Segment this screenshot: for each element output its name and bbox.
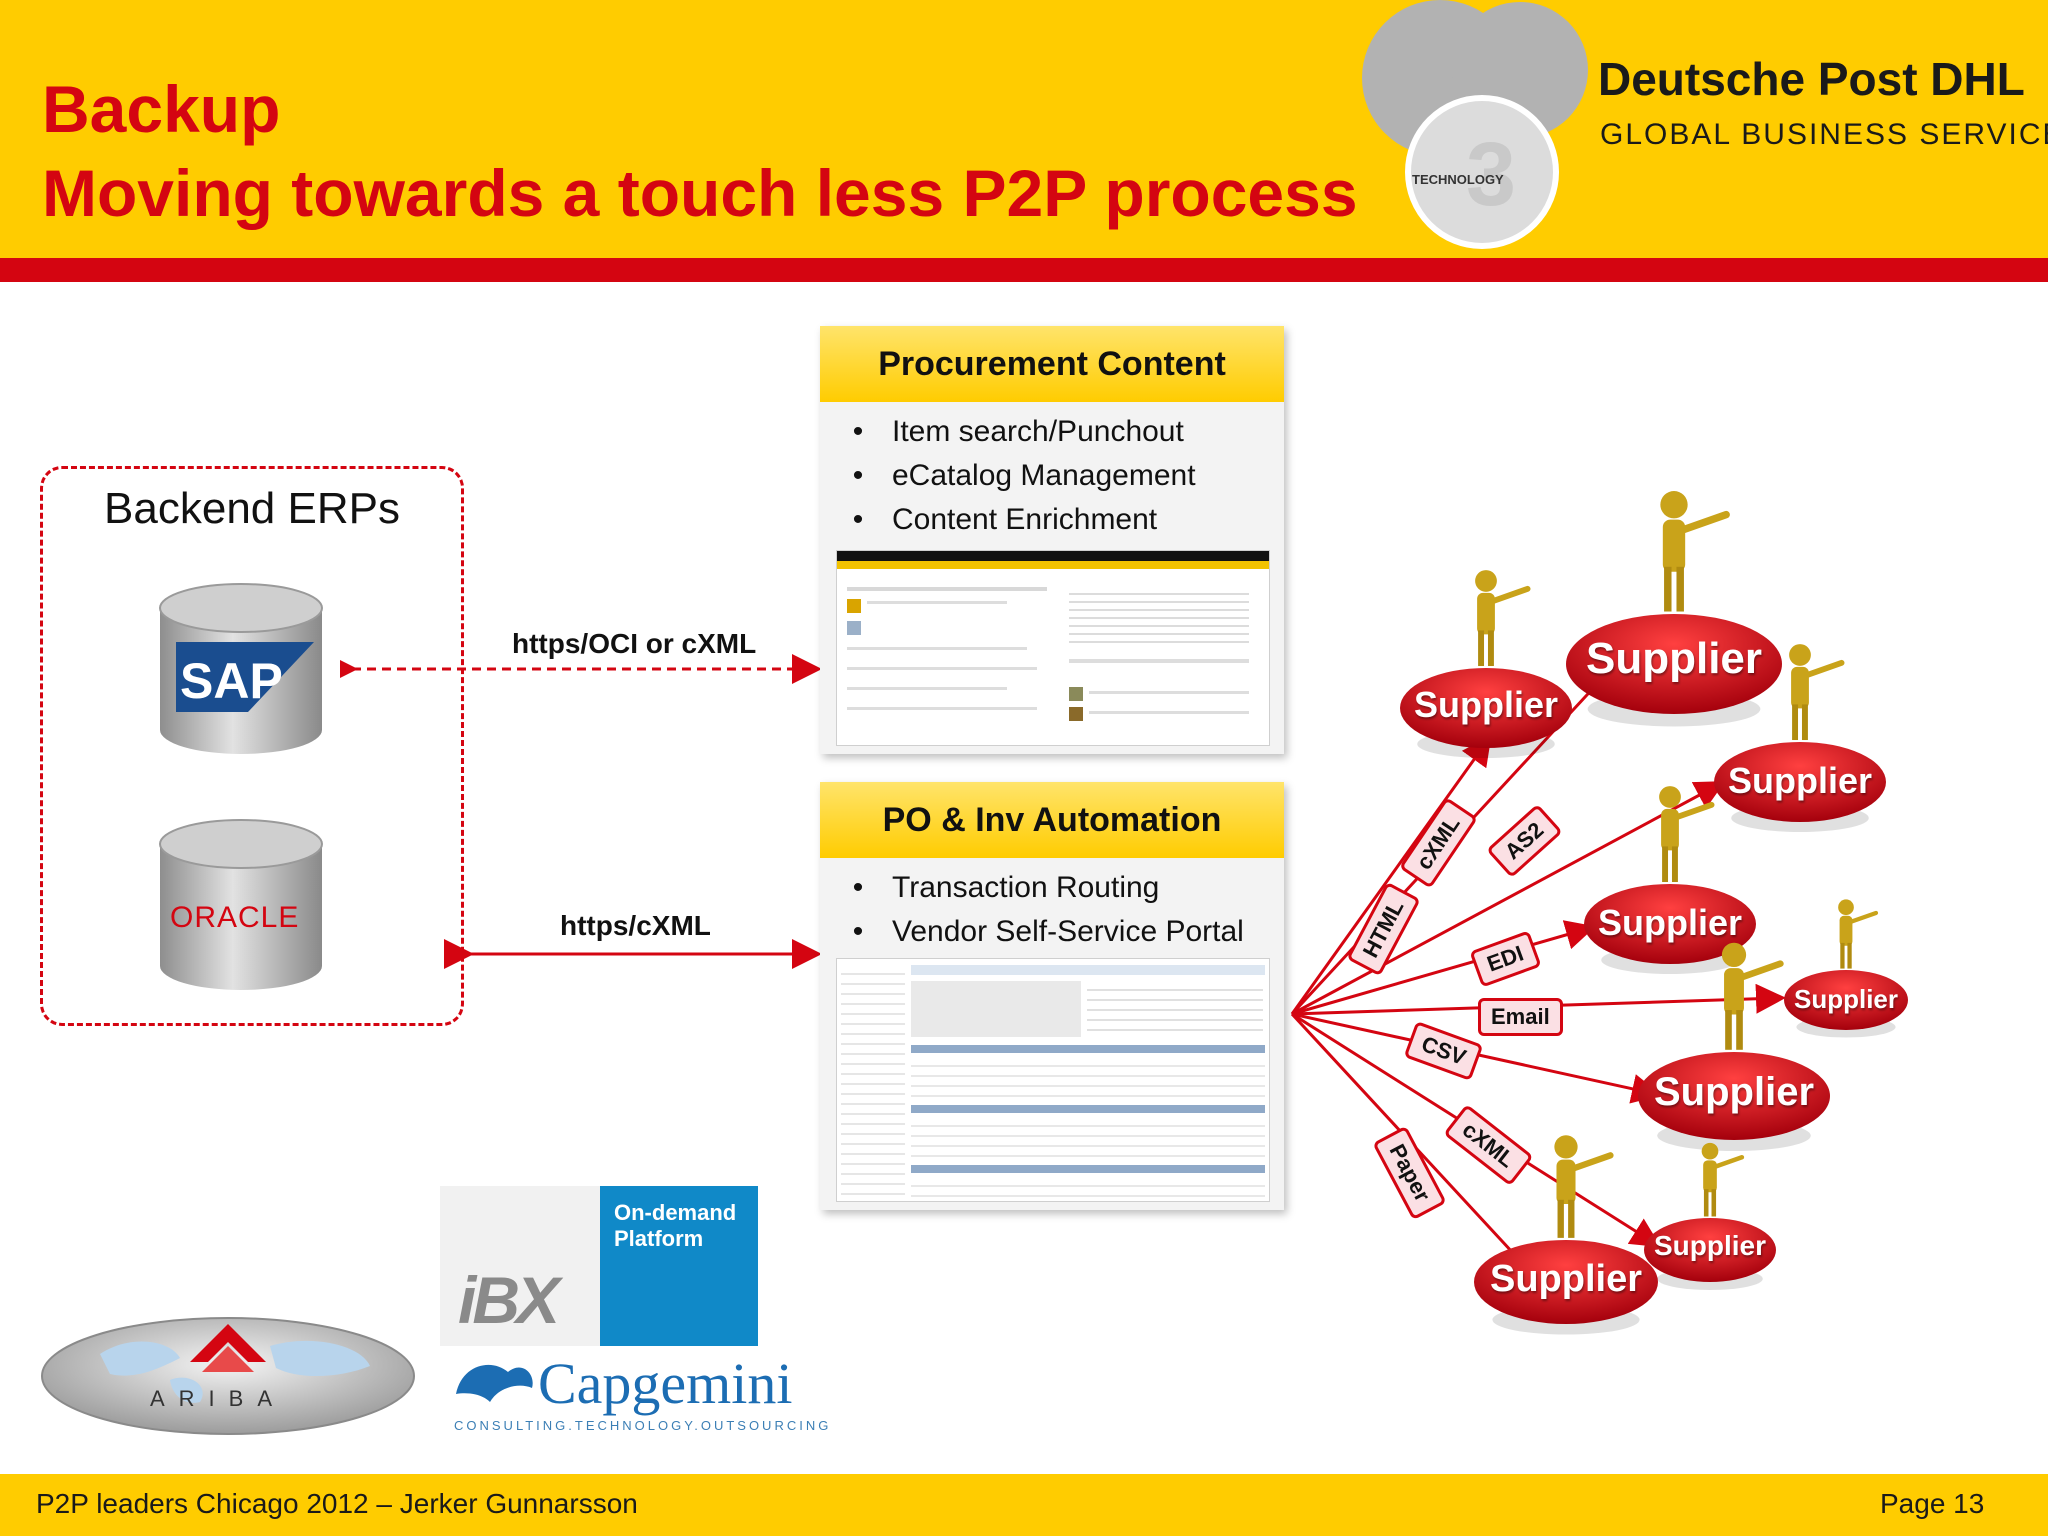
procurement-content-list: •Item search/Punchout •eCatalog Manageme… (838, 410, 1196, 542)
supplier-label: Supplier (1793, 984, 1899, 1014)
list-item: •Item search/Punchout (852, 415, 1184, 448)
ariba-logo (41, 1317, 415, 1435)
capgemini-spade-icon (456, 1364, 533, 1402)
supplier-person-icon (1554, 1135, 1614, 1238)
backend-erp-title: Backend ERPs (104, 484, 400, 533)
procurement-content-title: Procurement Content (820, 326, 1284, 402)
svg-text:ORACLE: ORACLE (170, 901, 299, 934)
capgemini-tagline: CONSULTING.TECHNOLOGY.OUTSOURCING (454, 1418, 832, 1433)
supplier-bowl (1584, 884, 1756, 964)
supplier-bowl (1566, 614, 1782, 714)
backend-erp-group (40, 466, 464, 1026)
oracle-connector-label: https/cXML (560, 910, 711, 941)
svg-text:3: 3 (1466, 125, 1516, 225)
ariba-logo-text: ARIBA (150, 1386, 287, 1411)
capgemini-logo: Capgemini (538, 1351, 793, 1416)
slide-title-line1: Backup (42, 72, 281, 146)
footer-caption: P2P leaders Chicago 2012 – Jerker Gunnar… (36, 1488, 638, 1519)
ibx-platform-label: On-demand Platform (614, 1200, 737, 1251)
sap-database-icon: SAP (159, 583, 323, 754)
supplier-label: Supplier (1597, 902, 1743, 943)
supplier-person-icon (1789, 644, 1845, 741)
page-number: Page 13 (1880, 1488, 1985, 1519)
supplier-person-icon (1475, 570, 1531, 667)
supplier-label: Supplier (1489, 1258, 1643, 1300)
ibx-platform-panel (600, 1186, 758, 1346)
catalog-screenshot-thumbnail (836, 550, 1270, 746)
ibx-logo: iBX (458, 1263, 560, 1337)
supplier-bowl (1644, 1218, 1776, 1282)
header-banner (0, 0, 2048, 258)
supplier-bowl (1474, 1240, 1658, 1324)
ibx-logo-panel (440, 1186, 600, 1346)
po-inv-automation-list: •Transaction Routing •Vendor Self-Servic… (838, 866, 1244, 954)
supplier-bowl (1400, 668, 1572, 748)
sap-connector-label: https/OCI or cXML (512, 628, 757, 659)
brand-subtitle: GLOBAL BUSINESS SERVICES (1600, 118, 2048, 151)
technology-logo: 3 (1362, 0, 1588, 249)
list-item: •Vendor Self-Service Portal (852, 915, 1244, 948)
supplier-bowl (1638, 1052, 1830, 1140)
list-item: •Transaction Routing (852, 871, 1160, 904)
supplier-label: Supplier (1727, 760, 1873, 801)
supplier-person-icon (1721, 942, 1784, 1050)
portal-screenshot-thumbnail (836, 958, 1270, 1202)
supplier-label: Supplier (1585, 634, 1763, 683)
slide-title-line2: Moving towards a touch less P2P process (42, 156, 1358, 230)
brand-name: Deutsche Post DHL (1598, 53, 2025, 105)
technology-badge-label: TECHNOLOGY (1412, 172, 1504, 187)
list-item: •eCatalog Management (852, 459, 1196, 492)
procurement-content-panel: Procurement Content •Item search/Punchou… (820, 326, 1284, 754)
supplier-label: Supplier (1653, 1230, 1767, 1261)
supplier-bowl (1714, 742, 1886, 822)
supplier-person-icon (1659, 786, 1715, 883)
supplier-person-icon (1660, 491, 1730, 612)
supplier-person-icon (1701, 1142, 1745, 1217)
svg-text:SAP: SAP (180, 653, 283, 709)
supplier-bowl (1784, 970, 1908, 1030)
po-inv-automation-panel: PO & Inv Automation •Transaction Routing… (820, 782, 1284, 1210)
header-stripe (0, 258, 2048, 282)
po-inv-automation-title: PO & Inv Automation (820, 782, 1284, 858)
footer-bar (0, 1474, 2048, 1536)
supplier-person-icon (1838, 899, 1879, 969)
oracle-database-icon: ORACLE (159, 819, 323, 990)
list-item: •Content Enrichment (852, 503, 1158, 536)
supplier-label: Supplier (1413, 684, 1559, 725)
supplier-label: Supplier (1653, 1070, 1815, 1114)
erp-connectors (340, 654, 822, 969)
protocol-tag-email: Email (1478, 998, 1563, 1036)
